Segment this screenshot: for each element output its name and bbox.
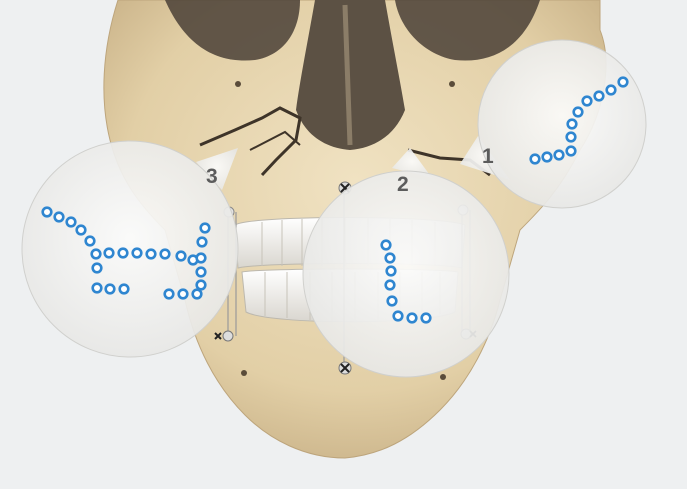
foramen — [449, 81, 455, 87]
callout-label-2: 2 — [397, 173, 409, 196]
foramen — [235, 81, 241, 87]
screw-x-icon — [339, 362, 351, 374]
foramen — [440, 374, 446, 380]
callout-label-1: 1 — [482, 145, 494, 168]
callout-magnifier-3: 3 — [22, 141, 238, 357]
callout-label-3: 3 — [206, 165, 218, 188]
foramen — [241, 370, 247, 376]
